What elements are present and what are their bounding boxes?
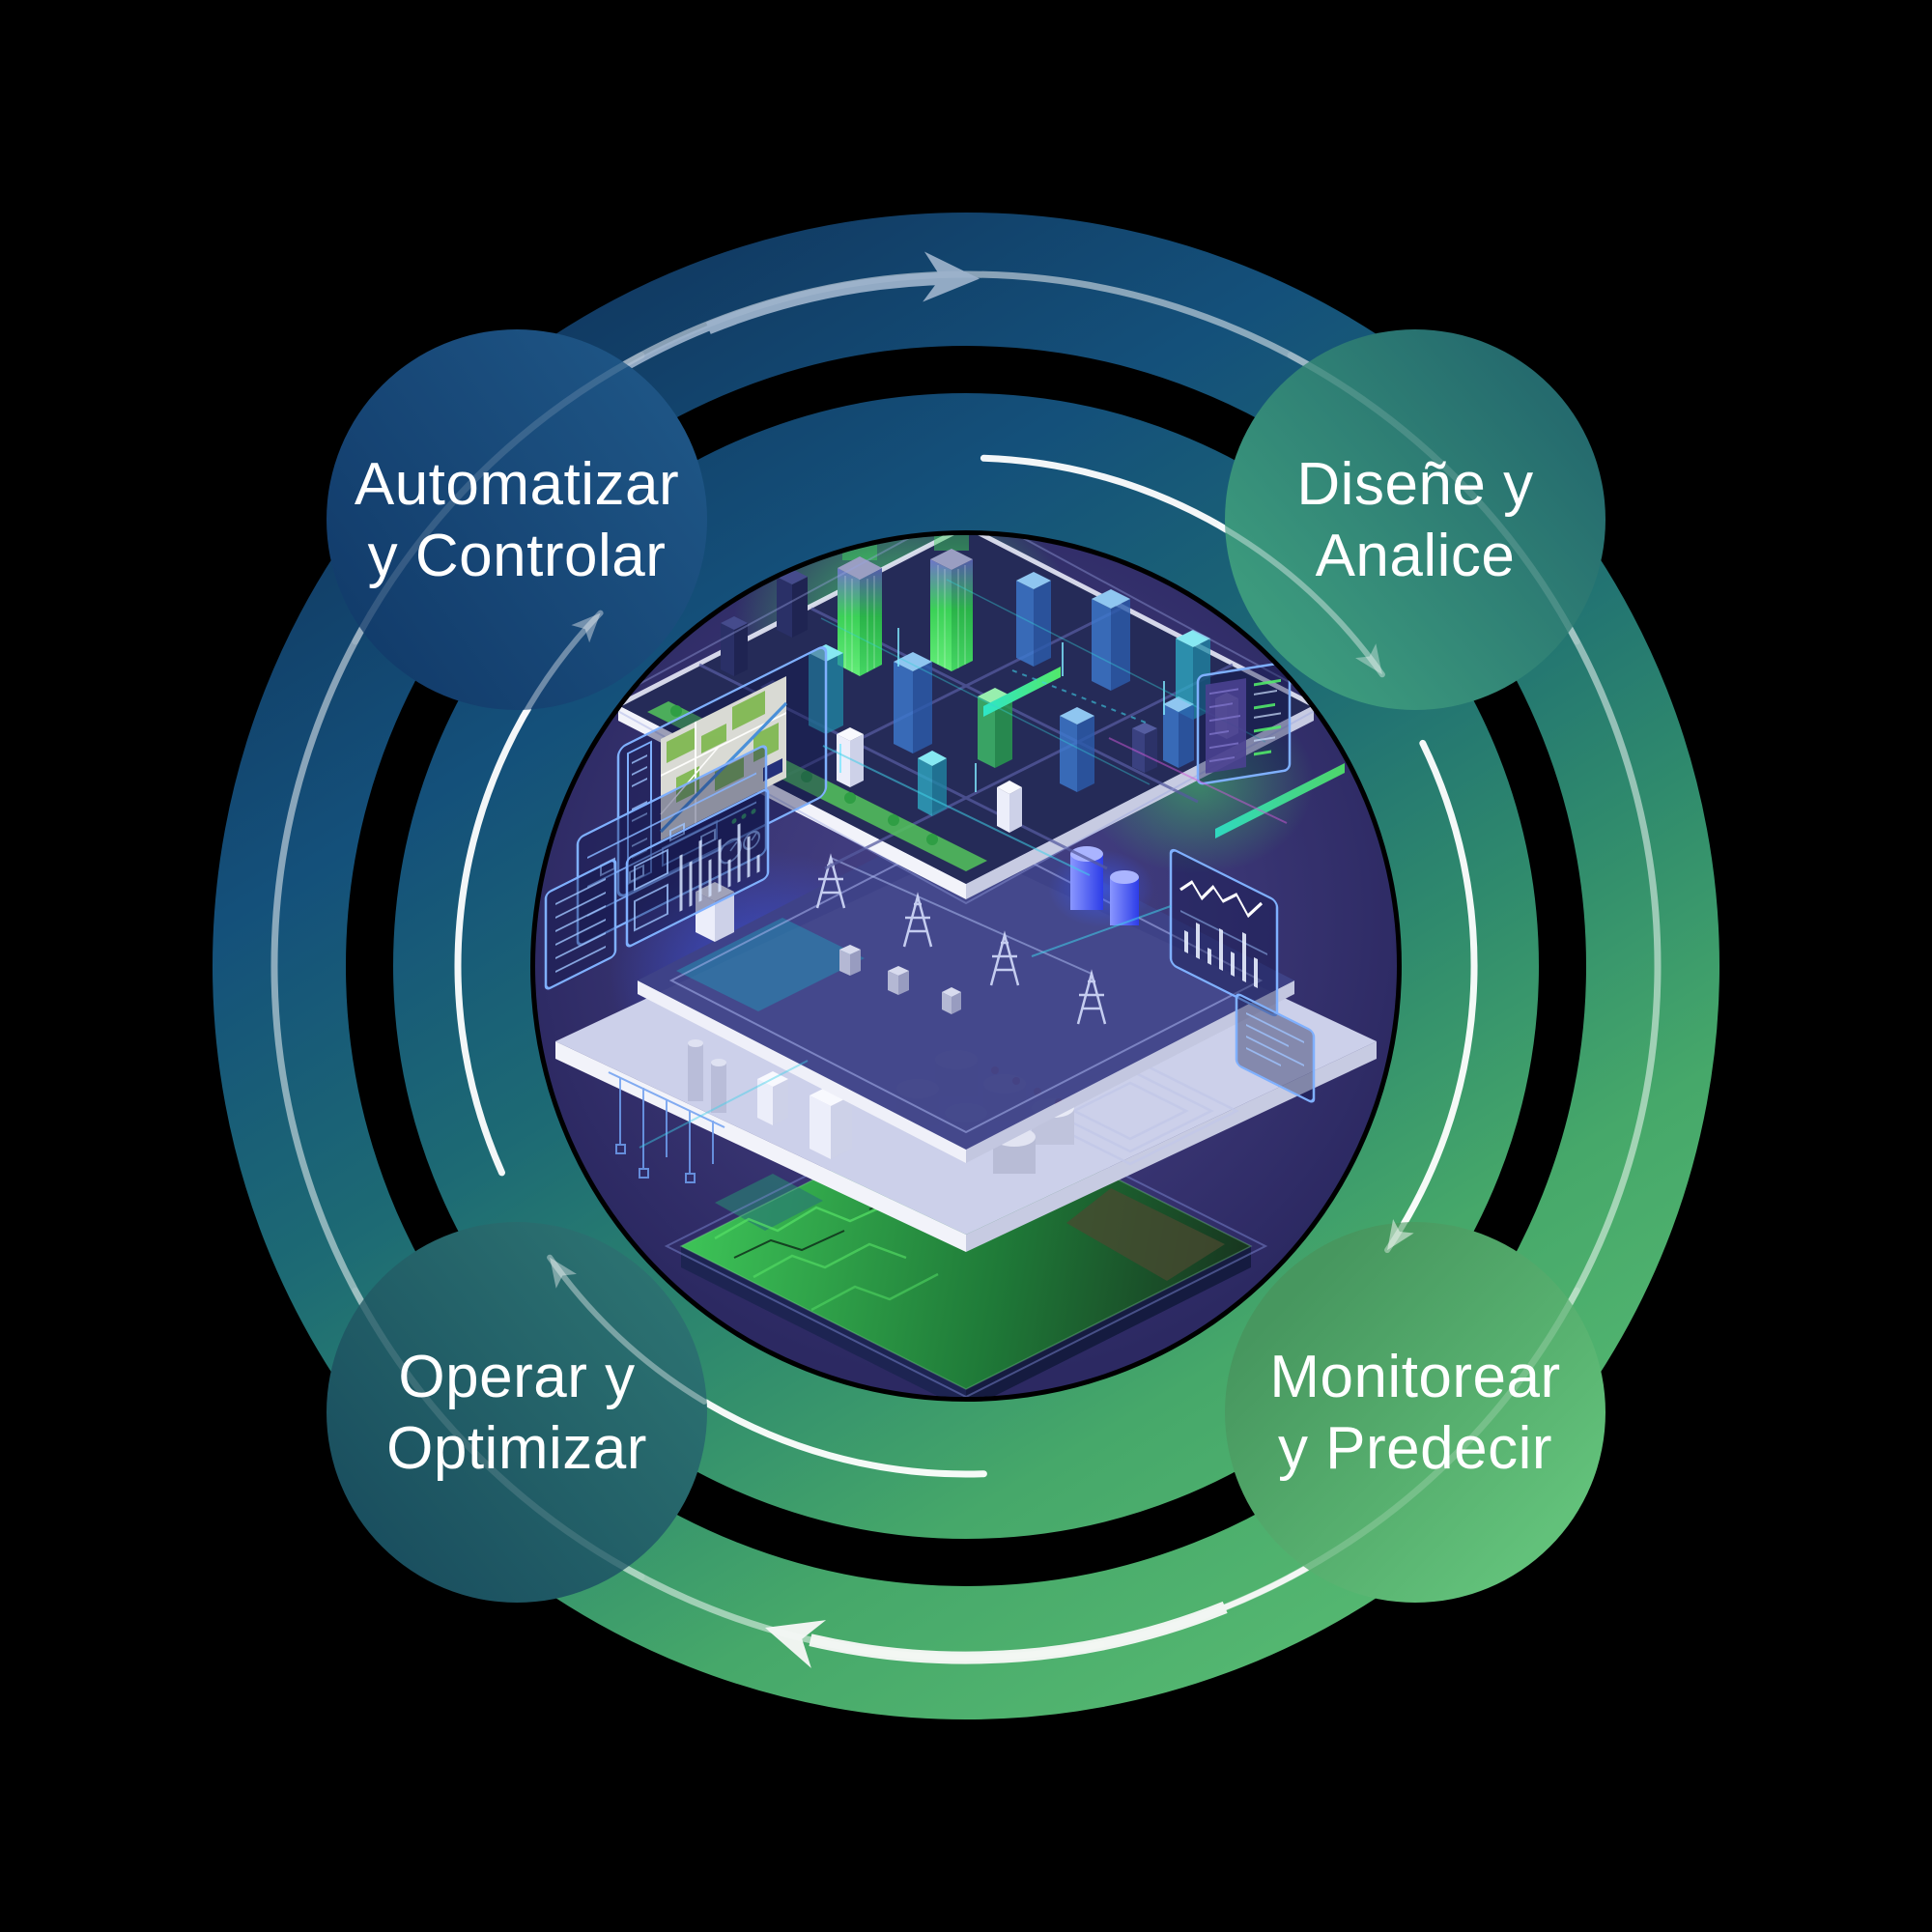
blue-storage-cylinders: [1048, 846, 1154, 927]
dashboard-panel-analytics: [1169, 848, 1279, 1017]
substation-building: [696, 882, 734, 942]
progress-arc-to-monitor: [1383, 739, 1478, 1254]
terrain-blueprint-outline: [664, 1094, 1268, 1397]
arc-overlays: [352, 352, 1580, 1580]
glow-tower: [838, 556, 882, 676]
industrial-building: [757, 1071, 788, 1125]
data-beam: [983, 667, 1061, 717]
step-circle-monitor-predict: Monitorear y Predecir: [1225, 1222, 1605, 1603]
city-blueprint-outline: [601, 535, 1331, 905]
step-label-line1: Operar y: [398, 1344, 635, 1410]
step-arrowhead-design-icon: [1355, 643, 1382, 675]
city-layer-grid: [638, 811, 1294, 1163]
step-label-line1: Automatizar: [355, 451, 679, 518]
step-label-line2: Analice: [1316, 523, 1516, 589]
step-label-line1: Monitorear: [1269, 1344, 1560, 1410]
step-arrowhead-monitor-icon: [1387, 1218, 1414, 1251]
transformers: [839, 945, 961, 1014]
step-arrowhead-operate-icon: [550, 1257, 577, 1289]
inner-ring: [393, 393, 1539, 1539]
step-label-line2: y Predecir: [1278, 1415, 1552, 1482]
light-beam: [934, 535, 969, 551]
transmission-pylons: [815, 853, 1107, 1025]
dashboard-panel-blueprint: [544, 788, 770, 990]
step-label-line1: Diseñe y: [1296, 451, 1533, 518]
step-label-line2: y Controlar: [368, 523, 667, 589]
step-circle-operate-optimize: Operar y Optimizar: [327, 1222, 707, 1603]
data-connectors: [639, 669, 1288, 1149]
step-circle-design-analyze: Diseñe y Analice: [1225, 329, 1605, 710]
step-label-line2: Optimizar: [386, 1415, 647, 1482]
glow-tower: [930, 549, 973, 671]
dashboard-panel-status: [1196, 661, 1292, 785]
step-arrowhead-automate-icon: [571, 612, 601, 643]
data-beam: [1215, 763, 1345, 838]
antenna-lights: [839, 628, 1165, 792]
center-illustration: [535, 535, 1397, 1397]
dashboard-panel-readout: [1235, 993, 1316, 1103]
hanging-schematic: [608, 1071, 725, 1183]
step-circle-automate-control: Automatizar y Controlar: [327, 329, 707, 710]
